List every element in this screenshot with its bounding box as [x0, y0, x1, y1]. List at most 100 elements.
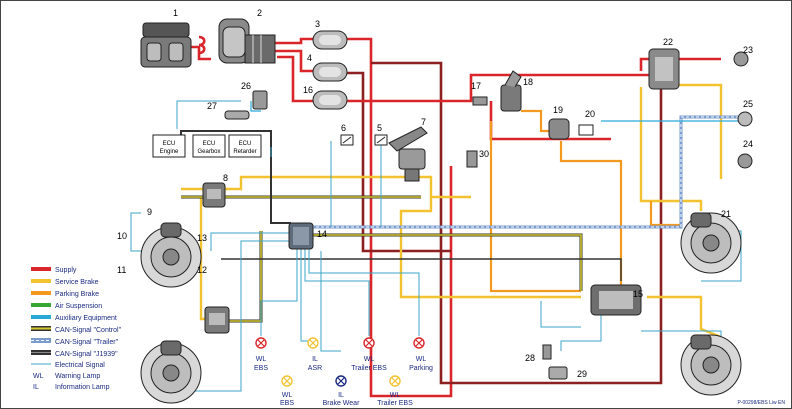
legend-warning-lamp-label: Warning Lamp	[55, 373, 100, 380]
legend-supply-label: Supply	[55, 267, 77, 274]
lamp-wl-ebs-2-abbr: WL	[282, 392, 293, 399]
label-20: 20	[585, 109, 595, 119]
air-dryer	[218, 18, 276, 64]
service-line-coupling	[661, 83, 723, 179]
label-12: 12	[197, 265, 207, 275]
legend-parking-brake-label: Parking Brake	[55, 291, 99, 298]
can-j1939	[180, 130, 291, 224]
label-6: 6	[341, 123, 346, 133]
label-22: 22	[663, 37, 673, 47]
can-lines	[180, 115, 741, 323]
lamp-wl-ebs-1: WL EBS	[254, 337, 268, 372]
rear-right-wheel	[680, 334, 742, 396]
can-trailer-outer	[311, 115, 741, 229]
legend-air-suspension: Air Suspension	[31, 303, 102, 310]
lamp-wl-ebs-2-text: EBS	[280, 400, 294, 407]
supply-lines	[189, 35, 721, 398]
ecu-engine-line1: ECU	[163, 141, 176, 147]
lamp-wl-parking-text: Parking	[409, 365, 433, 372]
label-25: 25	[743, 99, 753, 109]
supply-coil	[198, 35, 206, 55]
front-axle-modulator	[202, 182, 226, 208]
parking-line-rear	[489, 121, 581, 293]
component-28	[542, 344, 552, 360]
elec-line-mod2	[540, 301, 581, 328]
label-18: 18	[523, 77, 533, 87]
air-tank-3	[312, 30, 348, 50]
elec-line-lamp2	[300, 247, 313, 342]
supply-line-tank4	[273, 49, 313, 73]
coupling-23	[733, 51, 749, 67]
service-line-rear-axle	[647, 295, 722, 339]
label-19: 19	[553, 105, 563, 115]
elec-line-sensor	[560, 301, 602, 351]
component-19	[548, 118, 570, 140]
coupling-25	[737, 111, 753, 127]
supply-line-tank3	[269, 37, 313, 45]
legend-can-trailer: CAN-Signal "Trailer"	[31, 338, 119, 346]
legend-can-trailer-label: CAN-Signal "Trailer"	[55, 339, 119, 346]
legend-can-control-label: CAN-Signal "Control"	[55, 327, 122, 334]
lamp-wl-ebs-1-abbr: WL	[256, 356, 267, 363]
lamp-wl-trailer-ebs-2: WL Trailer EBS	[377, 375, 413, 407]
component-27	[224, 110, 250, 120]
legend-can-control: CAN-Signal "Control"	[31, 326, 122, 334]
label-9: 9	[147, 207, 152, 217]
label-13: 13	[197, 233, 207, 243]
compressor	[140, 22, 192, 68]
label-26: 26	[241, 81, 251, 91]
label-15: 15	[633, 289, 643, 299]
service-line-rear-right	[639, 87, 703, 211]
switch-6	[340, 134, 354, 146]
label-1: 1	[173, 8, 178, 18]
ecu-engine-line2: Engine	[160, 149, 179, 155]
legend-electrical: Electrical Signal	[31, 362, 105, 369]
can-trailer-inner	[311, 116, 741, 228]
service-line-mid	[399, 197, 581, 299]
aux-line-26	[250, 101, 261, 112]
lamp-wl-trailer-ebs-1: WL Trailer EBS	[351, 337, 387, 372]
elec-line-lamp5	[320, 251, 341, 352]
lamp-il-brake-wear-text: Brake Wear	[323, 400, 360, 407]
legend: Supply Service Brake Parking Brake Air S…	[31, 267, 122, 391]
component-26	[252, 90, 268, 110]
label-29: 29	[577, 369, 587, 379]
elec-line-27	[176, 100, 241, 129]
rear-left-modulator	[204, 306, 230, 334]
elec-line-lamp4	[308, 247, 420, 336]
lamps: WL EBS IL ASR WL Trailer EBS WL Parking …	[254, 337, 433, 407]
lamp-wl-trailer-ebs-2-text: Trailer EBS	[377, 400, 413, 407]
label-8: 8	[223, 173, 228, 183]
legend-information-lamp: IL Information Lamp	[33, 384, 110, 391]
label-5: 5	[377, 123, 382, 133]
ecu-retarder: ECU Retarder	[228, 134, 262, 158]
label-11: 11	[117, 265, 126, 275]
trailer-control-valve	[648, 48, 680, 90]
ecu-engine: ECU Engine	[152, 134, 186, 158]
front-left-wheel	[140, 222, 202, 288]
label-28: 28	[525, 353, 535, 363]
supply-line-coupling-red	[639, 57, 721, 71]
lamp-il-asr-abbr: IL	[312, 356, 318, 363]
label-10: 10	[117, 231, 127, 241]
legend-electrical-label: Electrical Signal	[55, 362, 105, 369]
lamp-wl-ebs-1-text: EBS	[254, 365, 268, 372]
legend-can-j1939-label: CAN-Signal "J1939"	[55, 351, 118, 358]
supply-line-trailer	[347, 73, 661, 103]
lamp-il-brake-wear-abbr: IL	[338, 392, 344, 399]
supply-line-front	[347, 71, 451, 253]
lamp-wl-trailer-ebs-2-abbr: WL	[390, 392, 401, 399]
legend-auxiliary-label: Auxiliary Equipment	[55, 315, 117, 322]
can-control-mod-outer	[311, 233, 583, 291]
ecu-gearbox: ECU Gearbox	[192, 134, 226, 158]
legend-service-brake-label: Service Brake	[55, 279, 99, 286]
lamp-wl-trailer-ebs-1-abbr: WL	[364, 356, 375, 363]
component-20	[578, 124, 594, 136]
lamp-wl-parking: WL Parking	[409, 337, 433, 372]
legend-information-lamp-abbr: IL	[33, 384, 39, 391]
label-24: 24	[743, 139, 753, 149]
service-line-front	[181, 175, 471, 199]
label-17: 17	[471, 81, 481, 91]
drawing-code: P-00298/EBS Liw EN	[737, 400, 785, 406]
